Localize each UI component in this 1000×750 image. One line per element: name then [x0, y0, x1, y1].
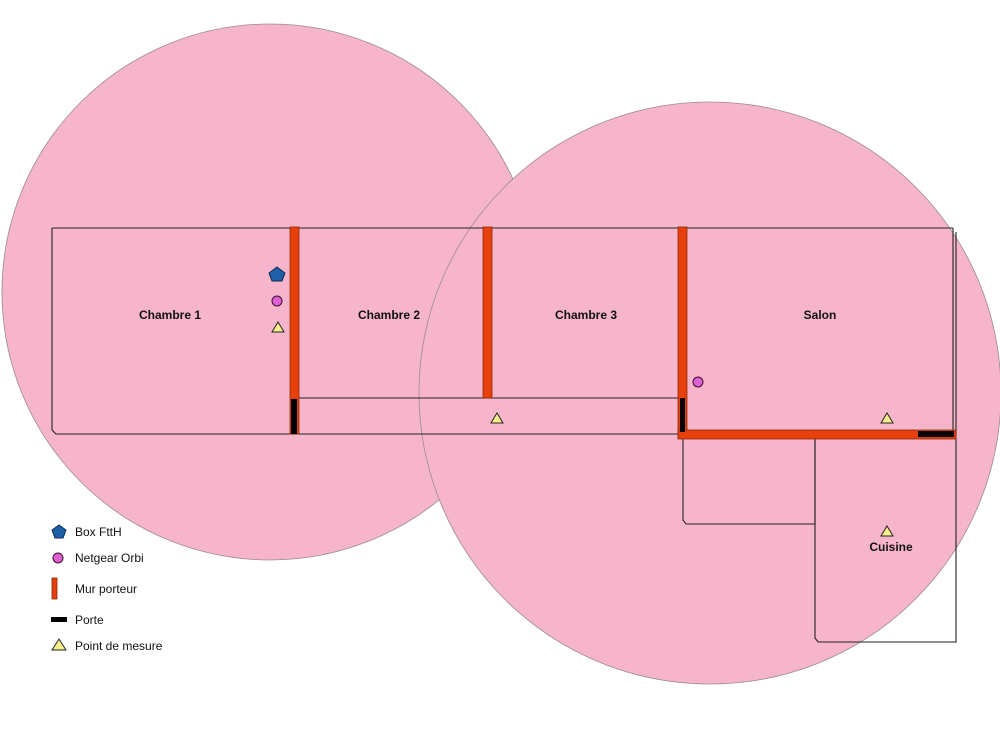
- legend-box-label: Box FttH: [75, 525, 122, 539]
- measure-point-icon: [880, 412, 894, 424]
- legend-wall-icon: [51, 577, 58, 600]
- legend-door-label: Porte: [75, 613, 104, 627]
- measure-point-icon: [880, 525, 894, 537]
- orbi-icon: [271, 295, 283, 307]
- room-label-cuisine: Cuisine: [869, 540, 913, 554]
- legend-point-label: Point de mesure: [75, 639, 163, 653]
- legend-point-icon: [51, 638, 67, 651]
- orbi-icon: [692, 376, 704, 388]
- cuisine-outline: [814, 438, 957, 643]
- box-ftth-icon: [268, 266, 286, 282]
- measure-points: [271, 321, 894, 537]
- room-label-salon: Salon: [804, 308, 837, 322]
- coverage-zone-orbi: [418, 101, 1000, 685]
- room-label-chambre-2: Chambre 2: [358, 308, 420, 322]
- room-label-chambre-1: Chambre 1: [139, 308, 201, 322]
- wall-salon-bottom: [677, 429, 957, 440]
- door-salon-bottom: [918, 431, 954, 437]
- legend-orbi-label: Netgear Orbi: [75, 551, 144, 565]
- doors: [291, 398, 954, 437]
- legend-door-icon: [51, 617, 67, 622]
- room-label-chambre-3: Chambre 3: [555, 308, 617, 322]
- legend-orbi-icon: [52, 552, 64, 564]
- wall-chambre2-chambre3: [482, 226, 493, 399]
- door-chambre3: [680, 398, 685, 432]
- legend-wall-label: Mur porteur: [75, 582, 137, 596]
- door-chambre1: [291, 399, 297, 434]
- measure-point-icon: [271, 321, 285, 333]
- chambre-1-outline: [51, 228, 294, 435]
- measure-point-icon: [490, 412, 504, 424]
- legend: Box FttH Netgear Orbi Mur porteur Porte …: [51, 524, 163, 653]
- legend-box-icon: [51, 524, 67, 539]
